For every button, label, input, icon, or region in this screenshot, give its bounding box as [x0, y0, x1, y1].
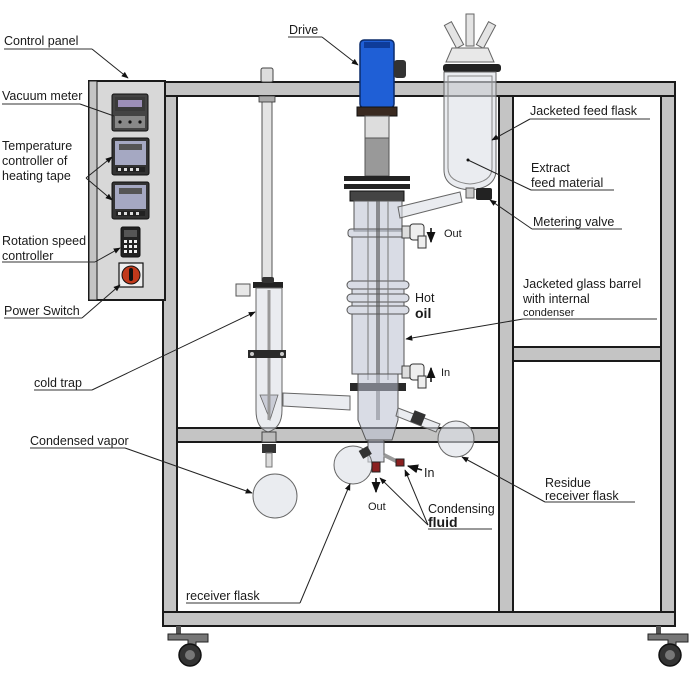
label-rotation-1: Rotation speed [2, 234, 86, 248]
label-vacuum-meter: Vacuum meter [2, 89, 82, 103]
frame-shelf-beam [176, 427, 500, 443]
label-rotation-2: controller [2, 249, 53, 263]
frame-right-post [660, 95, 676, 613]
frame-middle-post [498, 95, 514, 613]
label-power-switch: Power Switch [4, 304, 80, 318]
control-panel [88, 80, 166, 301]
label-condensing-1: Condensing [428, 502, 495, 516]
residue-receiver-flask [437, 420, 475, 458]
label-residue-2: receiver flask [545, 489, 619, 503]
label-temp-controller-3: heating tape [2, 169, 71, 183]
caster-left [167, 626, 209, 667]
metering-valve [476, 188, 492, 200]
rotation-speed-controller [120, 226, 141, 258]
label-condensing-2: fluid [428, 514, 458, 530]
power-switch [118, 262, 144, 288]
label-barrel-2: with internal [522, 292, 590, 306]
caster-right [647, 626, 689, 667]
frame-right-beam [512, 346, 662, 362]
label-oil: oil [415, 305, 431, 321]
label-extract-1: Extract [531, 161, 570, 175]
label-cond-in: In [424, 466, 434, 480]
leader-lines [2, 36, 657, 604]
evaporator-assembly [333, 39, 475, 494]
temperature-controller-1 [111, 137, 150, 176]
label-condensed-vapor: Condensed vapor [30, 434, 129, 448]
label-temp-controller-1: Temperature [2, 139, 72, 153]
cold-trap-assembly [235, 67, 351, 519]
label-oil-out: Out [444, 228, 462, 240]
frame-bottom-beam [162, 611, 676, 627]
labels: Control panel Vacuum meter Temperature c… [2, 23, 641, 603]
vacuum-meter [111, 93, 149, 132]
label-hot: Hot [415, 291, 435, 305]
label-jacketed-feed-flask: Jacketed feed flask [530, 104, 638, 118]
label-metering-valve: Metering valve [533, 215, 614, 229]
temperature-controller-2 [111, 181, 150, 220]
label-extract-2: feed material [531, 176, 603, 190]
label-oil-in: In [441, 367, 450, 379]
frame [162, 81, 676, 627]
label-receiver-flask: receiver flask [186, 589, 260, 603]
label-residue-1: Residue [545, 476, 591, 490]
label-barrel-1: Jacketed glass barrel [523, 277, 641, 291]
label-barrel-3: condenser [523, 307, 575, 319]
label-temp-controller-2: controller of [2, 154, 68, 168]
condensed-vapor-flask [252, 473, 298, 519]
label-cold-trap: cold trap [34, 376, 82, 390]
label-cond-out: Out [368, 501, 386, 513]
frame-top-beam [162, 81, 676, 97]
drive-motor [356, 39, 406, 117]
frame-left-post [162, 95, 178, 613]
label-control-panel: Control panel [4, 34, 78, 48]
label-drive: Drive [289, 23, 318, 37]
